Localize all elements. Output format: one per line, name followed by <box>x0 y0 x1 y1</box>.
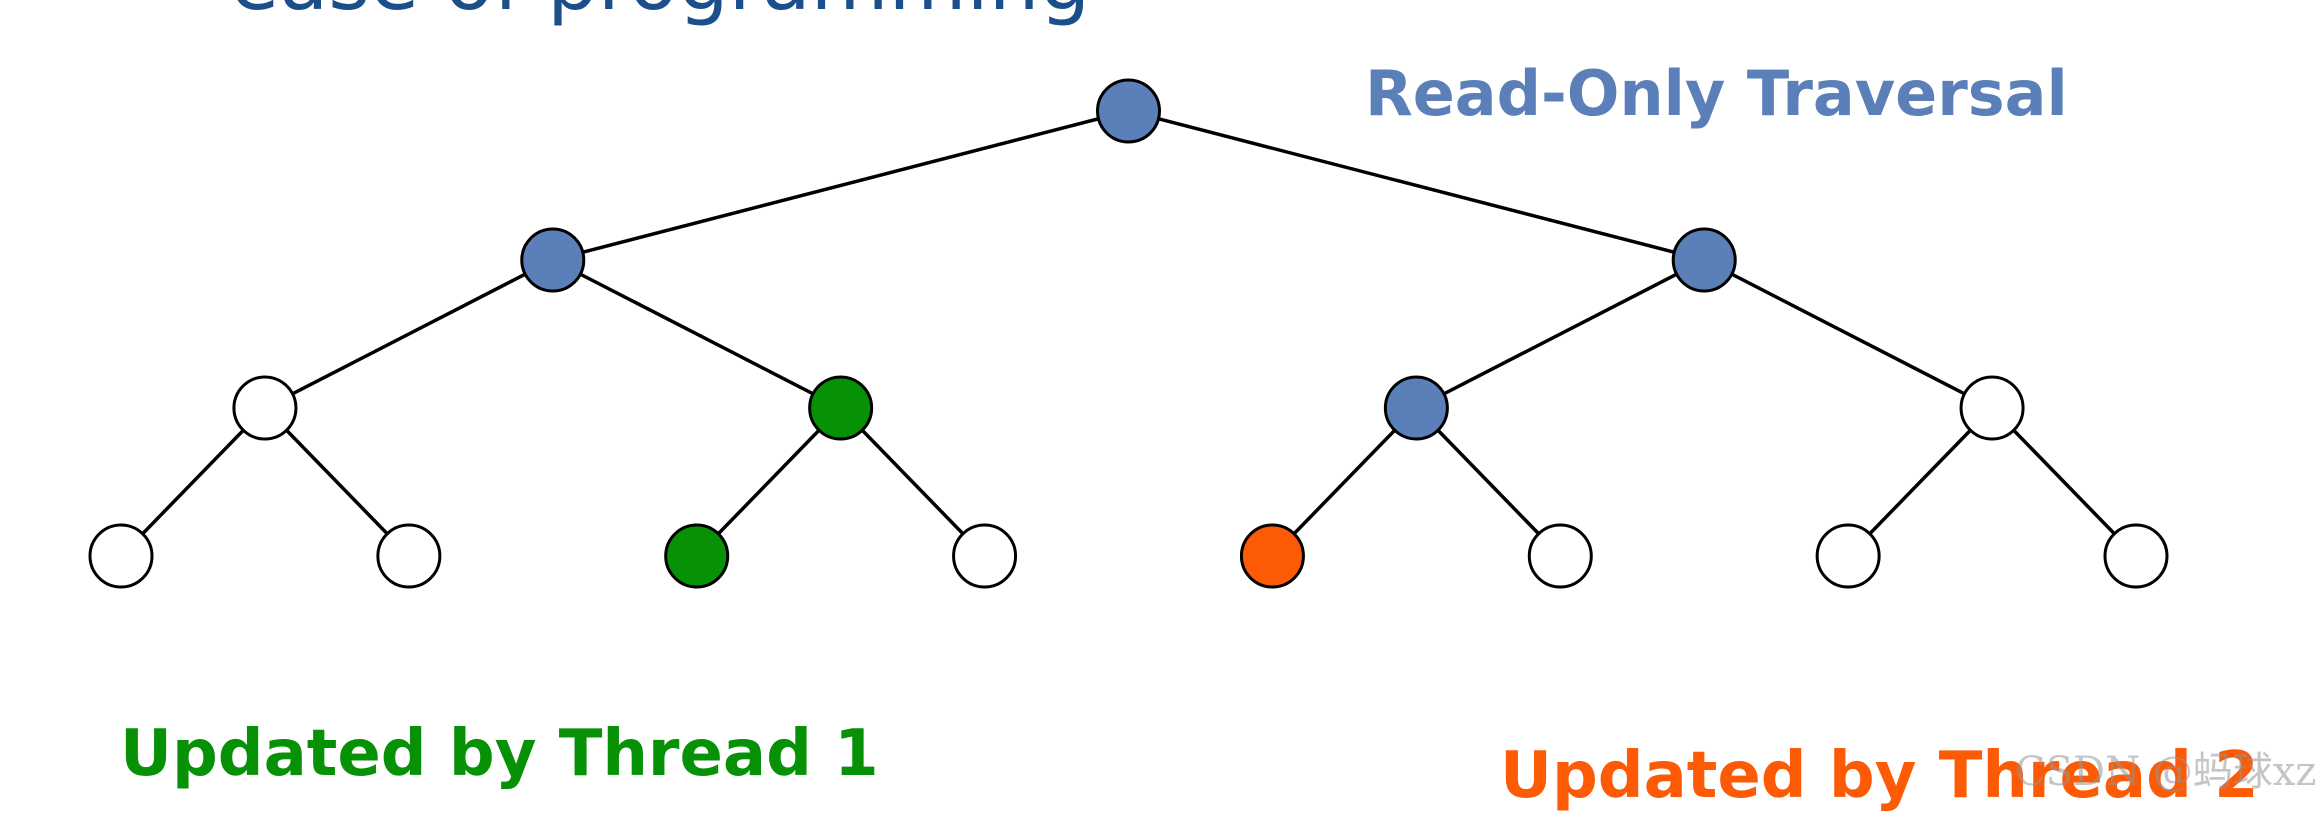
tree-edge <box>839 406 986 558</box>
thread2-label: Updated by Thread 2 <box>1500 739 2259 813</box>
tree-node-thread1 <box>664 523 730 589</box>
tree-edge <box>263 406 411 558</box>
tree-node-read-only <box>1096 78 1161 144</box>
tree-edge <box>695 406 842 558</box>
tree-node-read-only <box>520 227 586 293</box>
watermark: CSDN @蚂球xz <box>2015 749 2317 795</box>
tree-edge <box>264 258 554 410</box>
read-only-traversal-label: Read-Only Traversal <box>1365 57 2068 130</box>
tree-nodes <box>88 78 2169 589</box>
tree-edge <box>1846 406 1994 558</box>
tree-edge <box>1128 109 1705 262</box>
tree-node-untouched <box>2103 523 2169 589</box>
tree-node-untouched <box>1959 375 2025 441</box>
tree-edge <box>1415 406 1562 558</box>
slide-title-fragment: ease of programming <box>230 0 1090 22</box>
tree-node-untouched <box>376 523 442 589</box>
tree-node-thread1 <box>808 375 874 441</box>
thread1-label: Updated by Thread 1 <box>120 717 879 791</box>
tree-edge <box>1703 258 1993 410</box>
tree-edge <box>552 109 1129 262</box>
tree-edge <box>1271 406 1418 558</box>
tree-node-untouched <box>1815 523 1881 589</box>
tree-node-untouched <box>952 523 1018 589</box>
tree-edge <box>1415 258 1706 410</box>
tree-edge <box>119 406 267 558</box>
tree-node-untouched <box>1527 523 1593 589</box>
tree-node-untouched <box>88 523 154 589</box>
tree-node-read-only <box>1383 375 1449 441</box>
tree-edges <box>119 109 2138 558</box>
tree-node-read-only <box>1671 227 1737 293</box>
tree-edge <box>1990 406 2138 558</box>
tree-node-thread2 <box>1239 523 1305 589</box>
tree-edge <box>551 258 842 410</box>
tree-node-untouched <box>232 375 298 441</box>
